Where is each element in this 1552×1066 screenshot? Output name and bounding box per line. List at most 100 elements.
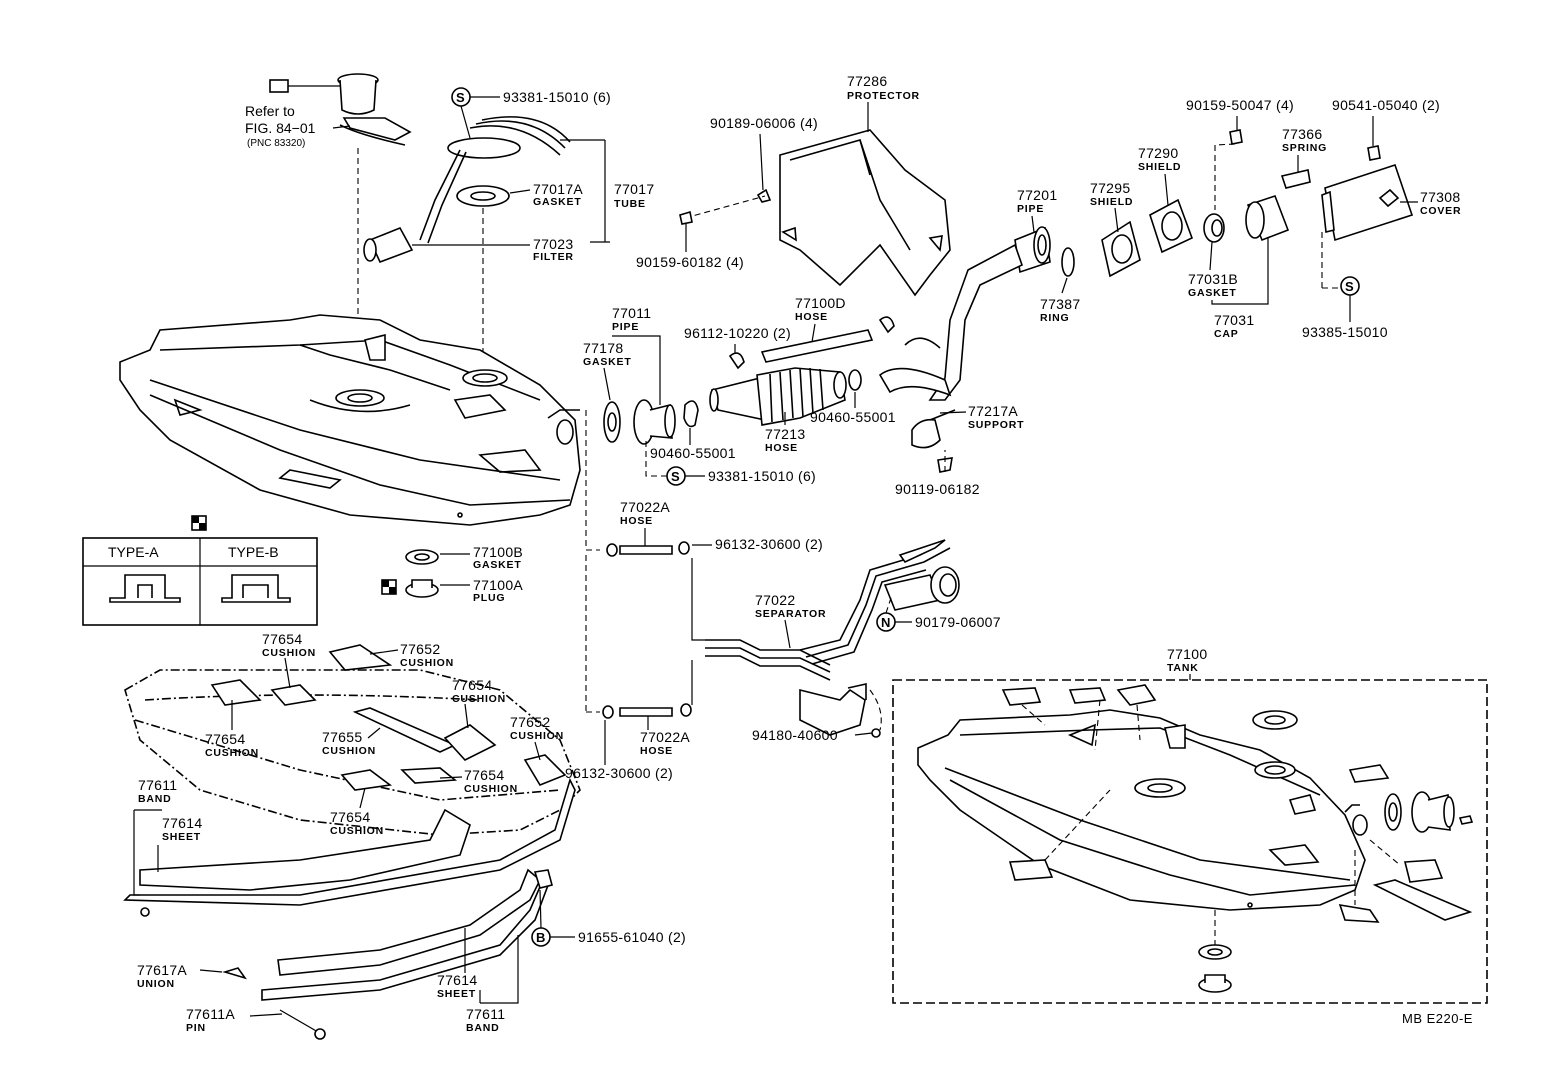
label-77031: 77031 <box>1214 312 1254 328</box>
name-band-b: BAND <box>466 1022 500 1034</box>
symbol-s-right: S <box>1345 279 1354 294</box>
name-hose-77022a-bottom: HOSE <box>640 745 673 757</box>
name-cushion-g: CUSHION <box>464 783 518 795</box>
name-separator: SEPARATOR <box>755 608 826 620</box>
label-77031b: 77031B <box>1188 271 1238 287</box>
label-90460-b: 90460-55001 <box>810 409 896 425</box>
label-77100b: 77100B <box>473 544 523 560</box>
type-table: TYPE-A TYPE-B <box>82 515 318 626</box>
clamps-96112 <box>728 316 895 370</box>
cap-77031 <box>1245 194 1290 242</box>
screws-right <box>1214 129 1381 210</box>
label-77611-a: 77611 <box>138 777 177 793</box>
name-pipe-77201: PIPE <box>1017 203 1044 215</box>
name-protector: PROTECTOR <box>847 90 920 102</box>
name-gasket-77031b: GASKET <box>1188 287 1237 299</box>
label-77201: 77201 <box>1017 187 1057 203</box>
label-94180-40600: 94180-40600 <box>752 727 838 743</box>
refer-to-note: Refer to FIG. 84−01 (PNC 83320) <box>245 103 351 149</box>
name-tube: TUBE <box>614 198 646 210</box>
label-77017: 77017 <box>614 181 654 197</box>
label-77022a-top: 77022A <box>620 499 670 515</box>
label-77100a: 77100A <box>473 577 523 593</box>
name-support: SUPPORT <box>968 419 1024 431</box>
ring-77387 <box>1061 247 1075 277</box>
name-union: UNION <box>137 978 175 990</box>
name-hose-77022a-top: HOSE <box>620 515 653 527</box>
plug-77100a: 77100A PLUG <box>381 577 523 604</box>
label-77654-c: 77654 <box>205 731 245 747</box>
name-pipe-77011: PIPE <box>612 321 639 333</box>
hose-77100d <box>760 329 874 363</box>
name-cap: CAP <box>1214 328 1239 340</box>
filler-pipe-77201 <box>878 226 1051 401</box>
label-77213: 77213 <box>765 426 805 442</box>
label-91655-61040: 91655-61040 (2) <box>578 929 686 945</box>
name-hose-77100d: HOSE <box>795 311 828 323</box>
filter-77023 <box>363 226 414 264</box>
name-cushion-a: CUSHION <box>262 647 316 659</box>
label-96112-10220: 96112-10220 (2) <box>684 325 791 341</box>
symbol-s: S <box>456 90 465 105</box>
callout-77017a: 77017A GASKET <box>509 181 583 208</box>
name-ring: RING <box>1040 312 1069 324</box>
tube-77017 <box>419 116 571 244</box>
label-93381-15010-top: 93381-15010 (6) <box>503 89 611 105</box>
label-90189-06006: 90189-06006 (4) <box>710 115 818 131</box>
name-cushion-c: CUSHION <box>452 693 506 705</box>
name-band-a: BAND <box>138 793 172 805</box>
label-90541-05040: 90541-05040 (2) <box>1332 97 1440 113</box>
label-90159-50047: 90159-50047 (4) <box>1186 97 1294 113</box>
name-hose-77213: HOSE <box>765 442 798 454</box>
clamp-90460-b <box>848 369 862 391</box>
name-shield-77290: SHIELD <box>1138 161 1181 173</box>
label-77611a-pin: 77611A <box>186 1006 235 1022</box>
hose-77213 <box>709 367 847 426</box>
label-77654-b: 77654 <box>452 677 492 693</box>
symbol-n: N <box>881 615 890 630</box>
name-sheet-a: SHEET <box>162 831 201 843</box>
label-77654-e: 77654 <box>330 809 370 825</box>
label-77022: 77022 <box>755 592 795 608</box>
type-b-header: TYPE-B <box>228 544 279 560</box>
protector-77286 <box>779 129 951 297</box>
name-plug: PLUG <box>473 592 505 604</box>
label-77017a: 77017A <box>533 181 583 197</box>
spring-77366 <box>1280 169 1311 189</box>
label-93381-15010-mid: 93381-15010 (6) <box>708 468 816 484</box>
right-top-labels: 77290 SHIELD 77295 SHIELD 90159-50047 (4… <box>1090 97 1461 340</box>
name-cover: COVER <box>1420 205 1461 217</box>
name-gasket-77017a: GASKET <box>533 196 582 208</box>
hose-94180 <box>799 683 882 736</box>
name-sheet-b: SHEET <box>437 988 476 1000</box>
label-77011: 77011 <box>612 305 651 321</box>
refer-line-2: FIG. 84−01 <box>245 120 316 136</box>
label-90119-06182: 90119-06182 <box>895 481 980 497</box>
separator-77022 <box>705 539 960 681</box>
label-96132-top: 96132-30600 (2) <box>715 536 823 552</box>
label-77654-a: 77654 <box>262 631 302 647</box>
name-cushion-h: CUSHION <box>330 825 384 837</box>
label-77655: 77655 <box>322 729 362 745</box>
gasket-77031b <box>1203 213 1225 243</box>
cushion-labels: 77654 CUSHION 77652 CUSHION 77654 CUSHIO… <box>205 631 563 837</box>
label-77217a: 77217A <box>968 403 1018 419</box>
label-90159-60182: 90159-60182 (4) <box>636 254 744 270</box>
label-90460-a: 90460-55001 <box>650 445 736 461</box>
label-77022a-bottom: 77022A <box>640 729 690 745</box>
label-77614-a: 77614 <box>162 815 202 831</box>
label-77286: 77286 <box>847 73 887 89</box>
name-cushion-b: CUSHION <box>400 657 454 669</box>
clamp-90460-a <box>683 400 699 428</box>
label-96132-bottom: 96132-30600 (2) <box>565 765 673 781</box>
label-77290: 77290 <box>1138 145 1178 161</box>
name-pin: PIN <box>186 1022 206 1034</box>
protector-labels: 77286 PROTECTOR 90189-06006 (4) 90159-60… <box>636 73 920 270</box>
label-77652-b: 77652 <box>510 714 550 730</box>
label-77178: 77178 <box>583 340 623 356</box>
label-77100: 77100 <box>1167 646 1207 662</box>
band-sheet-labels: 77611 BAND 77614 SHEET B 91655-61040 (2)… <box>133 777 686 1034</box>
name-cushion-e: CUSHION <box>322 745 376 757</box>
label-77652-a: 77652 <box>400 641 440 657</box>
mid-labels: 77011 PIPE 77178 GASKET 77100D HOSE 9611… <box>583 295 896 486</box>
